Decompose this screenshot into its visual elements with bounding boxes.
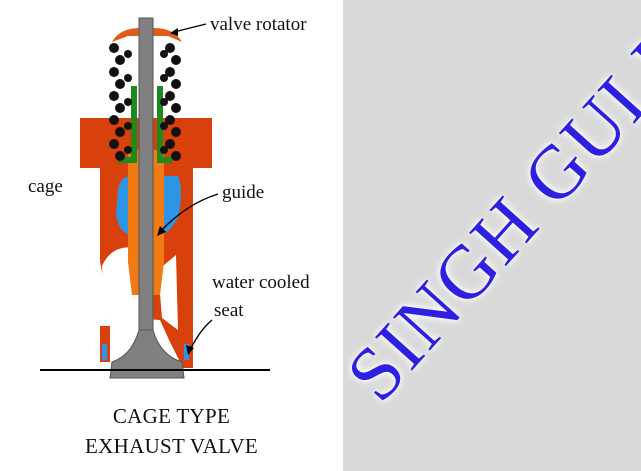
valve-stem (138, 17, 154, 359)
seat-coolant-left-blue (102, 344, 107, 360)
label-guide: guide (222, 182, 265, 203)
arrow-seat (186, 345, 194, 355)
caption-line-1: CAGE TYPE (112, 404, 231, 428)
label-valve-rotator: valve rotator (210, 14, 307, 35)
caption-line-2: EXHAUST VALVE (85, 434, 258, 458)
cage-inner-cavity (158, 255, 178, 330)
valve-head (109, 329, 185, 379)
label-seat: seat (214, 300, 244, 321)
label-water-cooled: water cooled (212, 272, 310, 293)
arrow-rotator (170, 28, 178, 36)
valve-springs (109, 43, 181, 161)
spring-retainer (118, 86, 172, 163)
label-cage: cage (28, 176, 63, 197)
arrow-guide (157, 226, 166, 236)
seat-coolant-right-blue (184, 344, 189, 360)
leader-lines (159, 23, 219, 351)
water-jacket-right (160, 176, 181, 236)
